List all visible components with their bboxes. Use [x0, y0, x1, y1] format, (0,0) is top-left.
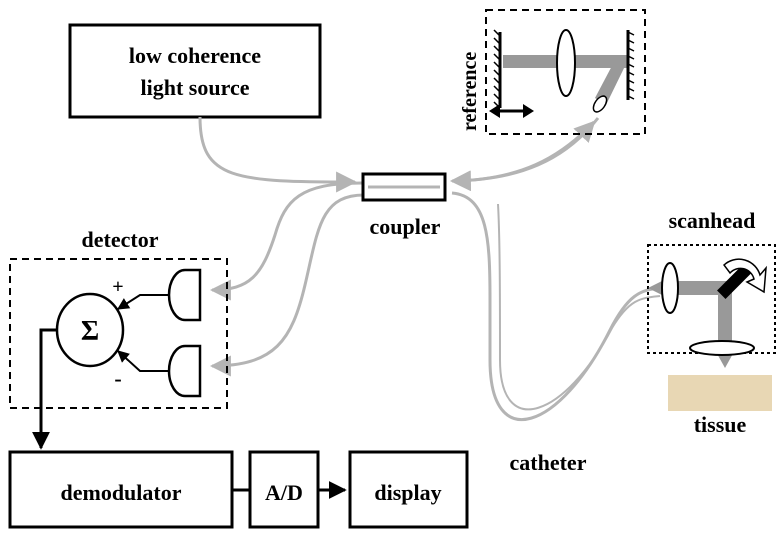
scanhead-mirror [717, 265, 751, 299]
photodiode-lower-icon [167, 344, 202, 398]
photodiode-upper-icon [167, 268, 202, 322]
reference-beam-diagonal [595, 62, 627, 105]
scanhead-label: scanhead [669, 208, 756, 233]
light-source-label-line2: light source [141, 75, 250, 100]
reference-mirror-hatching [493, 29, 501, 109]
fiber-coupler-to-scanhead-outer [451, 191, 661, 421]
plus-sign: + [112, 276, 123, 298]
scanhead-focusing-lens [689, 340, 755, 356]
scanhead-rotation-arrow-icon [722, 258, 767, 294]
detector-signal-lower [117, 350, 168, 372]
coupler-label: coupler [370, 214, 441, 239]
ad-converter-label: A/D [265, 480, 303, 505]
demodulator-label: demodulator [61, 480, 182, 505]
fiber-source-to-coupler [198, 116, 358, 193]
tissue-label: tissue [694, 412, 747, 437]
summing-symbol: Σ [81, 316, 99, 347]
minus-sign: - [114, 366, 121, 391]
display-box [348, 450, 469, 529]
light-source-box [68, 23, 322, 119]
reference-translation-arrow-icon [489, 104, 534, 118]
tissue-sample [668, 375, 772, 411]
detector-label: detector [82, 227, 159, 252]
fiber-coupler-to-reference [451, 120, 596, 183]
reference-fiber-lens [592, 95, 608, 113]
detector-box [9, 258, 228, 409]
reference-label: reference [459, 52, 481, 131]
light-source-label-line1: low coherence [129, 43, 261, 68]
reference-lens [556, 29, 576, 97]
reference-grating-teeth [627, 31, 635, 100]
catheter-label: catheter [510, 450, 587, 475]
fiber-lines [198, 116, 661, 421]
scanhead-beam-vertical [718, 281, 732, 343]
fiber-coupler-to-scanhead-inner [497, 203, 661, 411]
detector-output-line [32, 328, 57, 450]
fiber-coupler-to-detector-upper [209, 181, 363, 301]
ad-converter-box [248, 450, 320, 529]
fiber-coupler-to-detector-lower [209, 193, 365, 377]
scanhead-beam-horizontal [666, 281, 732, 295]
scanhead-collimating-lens [661, 262, 679, 314]
reference-box [485, 9, 646, 135]
display-label: display [374, 480, 441, 505]
detector-signal-upper [116, 294, 168, 310]
scanhead-box [647, 244, 776, 354]
